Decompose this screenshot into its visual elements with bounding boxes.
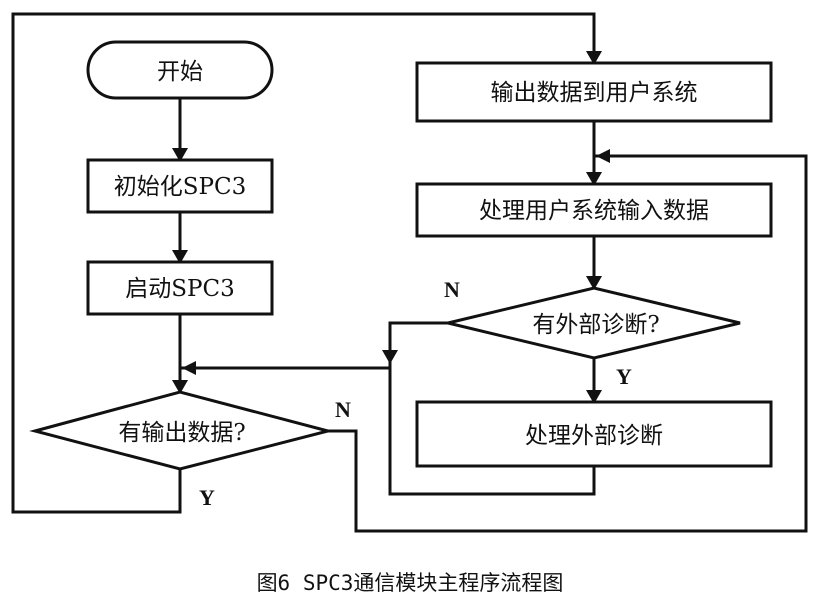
output-to-user-box: 输出数据到用户系统 [415, 61, 773, 123]
launch-label: 启动SPC3 [125, 276, 234, 302]
process-input-box: 处理用户系统输入数据 [415, 182, 773, 238]
arrow-merge-right [596, 149, 610, 163]
process-diag-label: 处理外部诊断 [525, 423, 663, 449]
arrow-to-decision [172, 380, 188, 394]
has-output-label: 有输出数据? [118, 420, 245, 446]
connector-diag-no [180, 321, 448, 370]
arrow-to-output [586, 51, 602, 65]
start-label: 开始 [157, 59, 203, 85]
arrow-to-diag [586, 276, 602, 290]
has-diag-decision: 有外部诊断? [447, 286, 741, 360]
output-to-user-label: 输出数据到用户系统 [491, 80, 698, 106]
branch-label-no-output: N [335, 397, 351, 422]
process-input-label: 处理用户系统输入数据 [479, 198, 709, 224]
arrow-to-launch [172, 250, 188, 264]
launch-box: 启动SPC3 [86, 260, 274, 316]
connector-yes-loop [11, 12, 596, 514]
branch-label-no-diag: N [444, 277, 460, 302]
init-label: 初始化SPC3 [114, 174, 246, 200]
connectors [11, 12, 808, 533]
arrowheads [172, 51, 610, 404]
process-diag-box: 处理外部诊断 [415, 400, 773, 468]
branch-label-yes-diag: Y [616, 364, 632, 389]
start-terminal: 开始 [86, 40, 274, 100]
arrow-to-process-input [586, 172, 602, 186]
figure-caption: 图6 SPC3通信模块主程序流程图 [257, 571, 564, 595]
arrow-diag-no-down [382, 350, 398, 364]
init-box: 初始化SPC3 [86, 158, 274, 214]
branch-label-yes-output: Y [199, 485, 215, 510]
arrow-to-process-diag [586, 390, 602, 404]
connector-diag-return [388, 368, 596, 496]
has-diag-label: 有外部诊断? [532, 312, 659, 338]
has-output-decision: 有输出数据? [29, 390, 334, 471]
arrow-merge-left [182, 361, 196, 375]
connector-no-loop [328, 154, 808, 533]
arrow-to-init [172, 148, 188, 162]
